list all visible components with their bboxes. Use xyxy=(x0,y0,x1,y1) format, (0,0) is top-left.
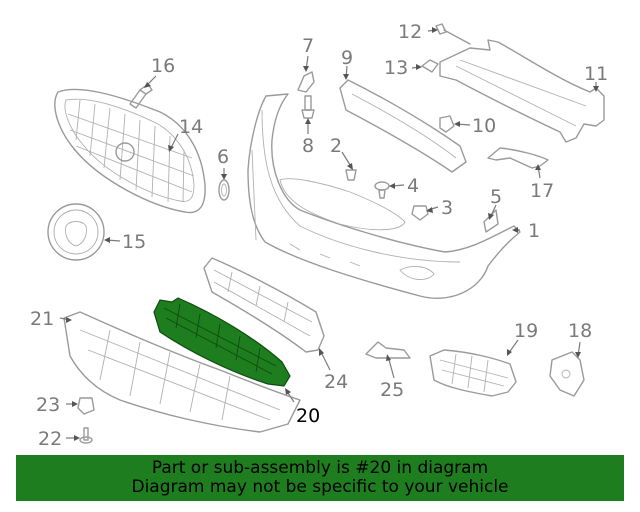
part-18-bracket xyxy=(549,351,585,397)
banner-line-part: Part or sub-assembly is #20 in diagram xyxy=(151,458,489,478)
part-1-bumper-cover xyxy=(247,93,521,299)
part-24-reinforcement xyxy=(203,257,325,353)
callout-17: 17 xyxy=(530,180,554,202)
callout-4: 4 xyxy=(407,175,419,197)
callout-12: 12 xyxy=(398,21,422,43)
part-4-nut xyxy=(374,181,390,199)
part-23-clip xyxy=(77,397,95,415)
part-11-crash-beam xyxy=(439,39,605,143)
callout-23: 23 xyxy=(36,394,60,416)
callout-14: 14 xyxy=(179,116,203,138)
callout-8: 8 xyxy=(302,135,314,157)
part-7-bracket xyxy=(297,71,315,93)
part-13-bracket xyxy=(421,59,439,73)
callout-9: 9 xyxy=(341,47,353,69)
callout-7: 7 xyxy=(302,35,314,57)
part-20-lower-grille xyxy=(153,297,291,387)
callout-20: 20 xyxy=(296,405,320,427)
callout-18: 18 xyxy=(568,320,592,342)
callout-22: 22 xyxy=(38,428,62,450)
part-14-grille xyxy=(54,88,206,214)
part-16-bolt xyxy=(129,83,153,109)
part-22-screw xyxy=(79,427,93,444)
callout-25: 25 xyxy=(380,379,404,401)
callout-19: 19 xyxy=(514,320,538,342)
part-25-bracket xyxy=(365,341,411,359)
leader-lines xyxy=(59,27,599,441)
part-19-bezel xyxy=(429,349,517,397)
part-21-undertray xyxy=(63,311,301,433)
part-6-grommet xyxy=(218,179,230,201)
part-17-bracket xyxy=(487,147,549,169)
part-5-reflector xyxy=(483,209,499,233)
callout-2: 2 xyxy=(330,135,342,157)
callout-5: 5 xyxy=(490,186,502,208)
callout-3: 3 xyxy=(441,197,453,219)
callout-numbers: 1 2 3 4 5 6 7 8 9 10 11 12 13 14 15 16 1… xyxy=(30,21,608,450)
part-12-bolt xyxy=(435,23,471,45)
info-banner: Part or sub-assembly is #20 in diagram D… xyxy=(16,455,624,501)
callout-10: 10 xyxy=(472,115,496,137)
part-10-clip xyxy=(439,115,455,133)
callout-16: 16 xyxy=(151,55,175,77)
part-2-clip xyxy=(345,169,357,181)
part-9-reinforcement xyxy=(339,79,467,173)
callout-15: 15 xyxy=(122,231,146,253)
callout-6: 6 xyxy=(217,146,229,168)
parts-diagram: 1 2 3 4 5 6 7 8 9 10 11 12 13 14 15 16 1… xyxy=(30,21,608,450)
callout-1: 1 xyxy=(528,220,540,242)
part-3-screw xyxy=(411,205,429,221)
callout-11: 11 xyxy=(584,63,608,85)
banner-line-disclaimer: Diagram may not be specific to your vehi… xyxy=(131,477,509,497)
callout-24: 24 xyxy=(324,371,348,393)
callout-13: 13 xyxy=(384,57,408,79)
part-15-emblem xyxy=(47,203,105,261)
part-8-clip xyxy=(301,95,315,119)
callout-21: 21 xyxy=(30,308,54,330)
